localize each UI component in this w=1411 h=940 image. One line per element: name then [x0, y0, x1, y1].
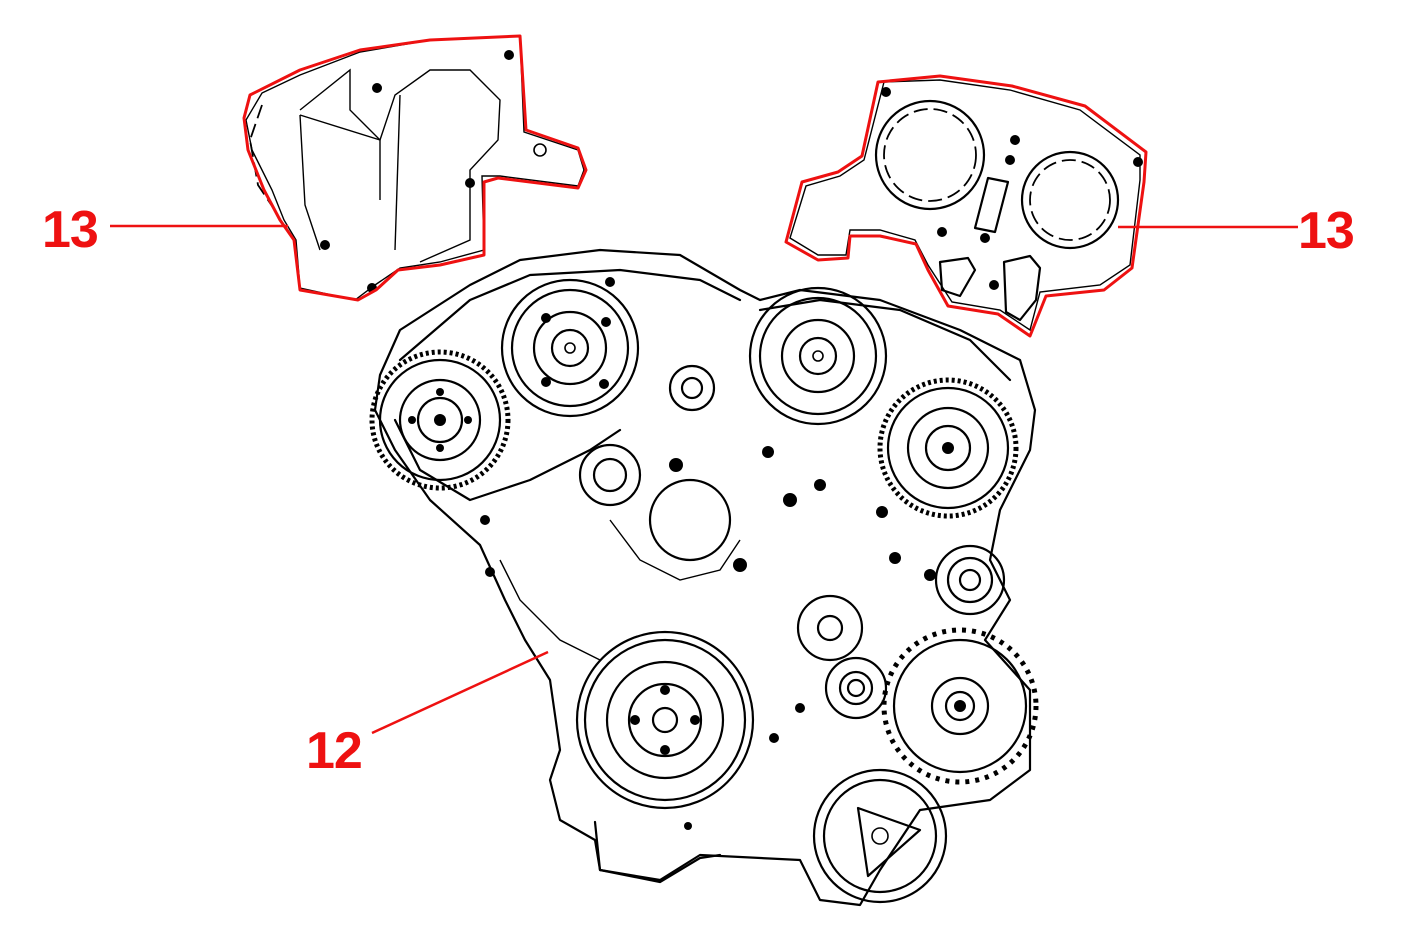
oil-pan [593, 820, 722, 884]
idler-pulleys [578, 364, 888, 720]
right-timing-cover [784, 74, 1148, 338]
callout-label-right-cover: 13 [1298, 202, 1354, 260]
callout-label-left-cover: 13 [42, 201, 98, 259]
engine-block [373, 248, 1037, 907]
leader-line-engine [371, 650, 549, 735]
left-exhaust-cam-sprocket [369, 349, 511, 491]
ac-compressor-pulley [812, 768, 948, 904]
power-steering-pulley [889, 544, 1006, 616]
left-intake-cam-sprocket [500, 277, 640, 418]
block-bolts [480, 446, 888, 830]
right-intake-cam-sprocket [748, 286, 888, 426]
alternator [881, 627, 1039, 785]
callout-leaders [110, 224, 1298, 735]
crankshaft-pulley [575, 630, 755, 810]
right-exhaust-cam-sprocket [877, 377, 1019, 519]
left-timing-cover [242, 34, 588, 302]
callout-label-engine: 12 [306, 722, 362, 780]
